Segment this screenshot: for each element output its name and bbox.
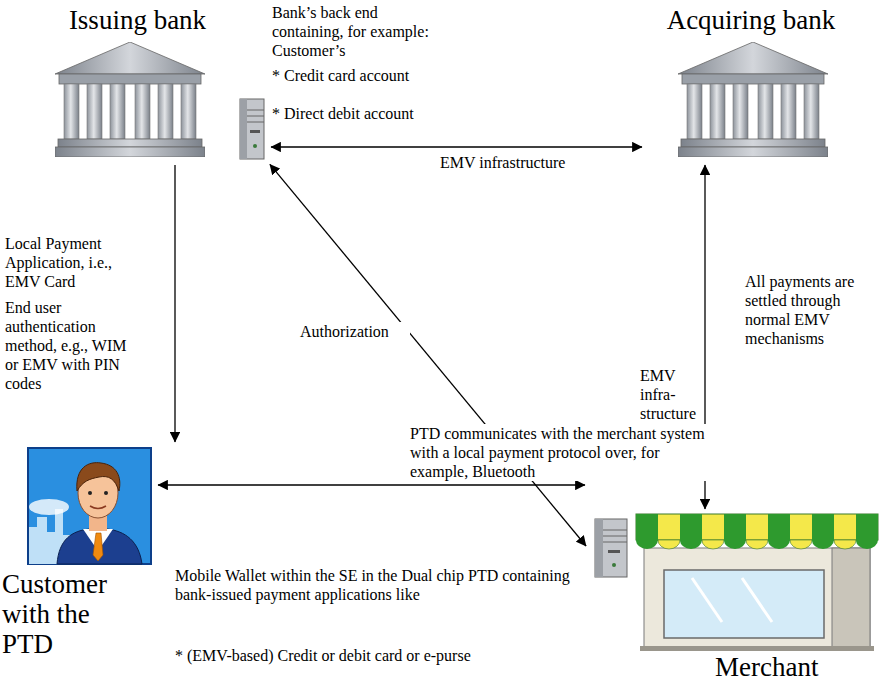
annotation-text: All payments are settled through normal … [745, 272, 857, 348]
annotation-text: End user authentication method, e.g., WI… [5, 298, 133, 393]
node-title: Acquiring bank [645, 5, 857, 35]
annotation-text: * Direct debit account [272, 104, 457, 123]
bank-node: Issuing bank [50, 5, 268, 162]
edge-label: Authorization [300, 322, 410, 341]
annotation-text: Bank’s back end containing, for example:… [272, 3, 442, 60]
arrow-connector [174, 165, 175, 442]
customer-node: Customer with the PTD [2, 445, 155, 685]
bank-node: Acquiring bank [645, 5, 857, 162]
node-title: Issuing bank [50, 5, 225, 35]
person-icon [27, 447, 152, 565]
arrow-connector [270, 164, 586, 546]
merchant-node: Merchant [588, 512, 882, 685]
server-icon [237, 98, 267, 160]
annotation-text: Local Payment Application, i.e., EMV Car… [5, 234, 145, 291]
arrow-connector [271, 146, 642, 147]
shop-icon [632, 512, 882, 652]
edge-label: EMV infrastructure [440, 153, 640, 172]
bank-icon [678, 42, 828, 157]
server-icon [592, 518, 630, 578]
arrow-connector [158, 484, 585, 485]
annotation-text: * (EMV-based) Credit or debit card or e-… [175, 646, 575, 665]
annotation-text: Mobile Wallet within the SE in the Dual … [175, 566, 575, 604]
edge-label: EMV infra- structure [640, 366, 702, 423]
node-title: Merchant [715, 652, 855, 682]
bank-icon [55, 42, 205, 157]
edge-label: PTD communicates with the merchant syste… [410, 424, 715, 481]
annotation-text: * Credit card account [272, 66, 457, 85]
node-title: Customer with the PTD [2, 569, 124, 659]
